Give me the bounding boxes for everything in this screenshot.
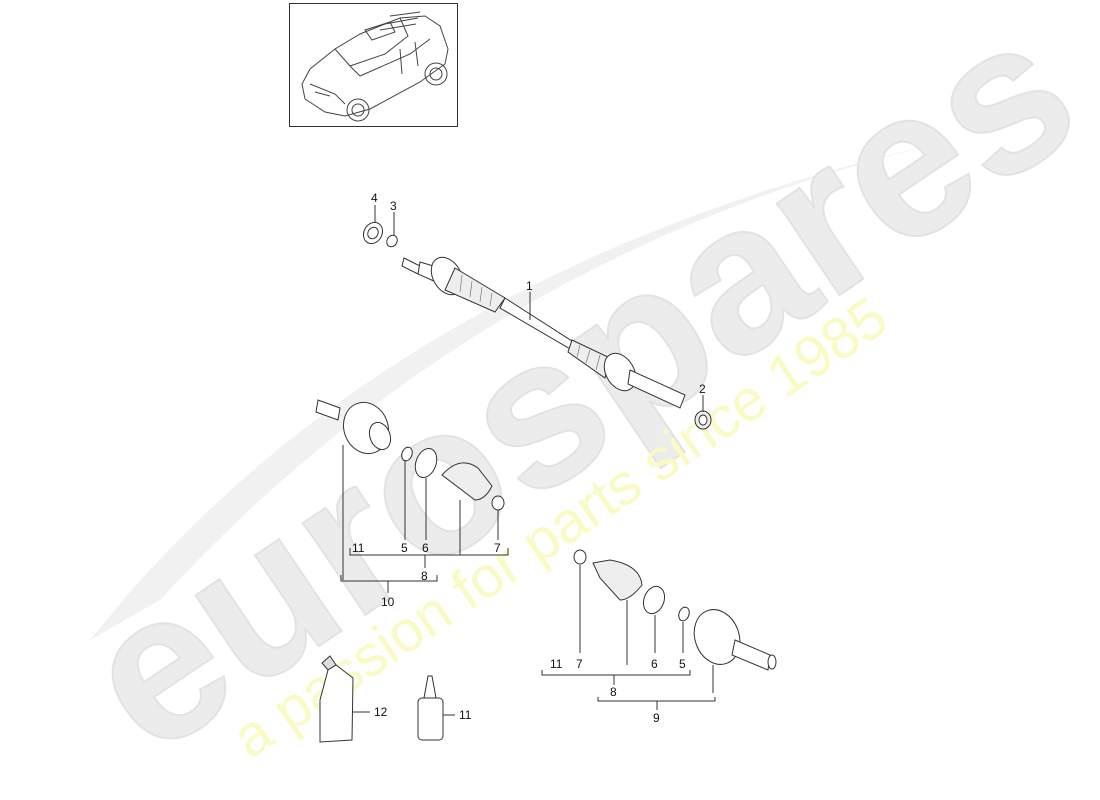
clamp-part-7-inner[interactable] <box>491 495 505 511</box>
outer-cv-joint-part-9[interactable] <box>687 603 777 671</box>
circlip-part-5-inner[interactable] <box>400 446 414 463</box>
label-1: 1 <box>526 279 533 293</box>
drive-shaft-part-1[interactable] <box>401 252 686 409</box>
label-8-outer: 8 <box>610 685 617 699</box>
leader-lines <box>340 205 716 716</box>
collar-nut-part-2[interactable] <box>694 410 712 430</box>
clamp-part-6-outer[interactable] <box>640 583 668 616</box>
clamp-part-7-outer[interactable] <box>573 549 587 565</box>
label-3: 3 <box>390 199 397 213</box>
label-4: 4 <box>371 191 378 205</box>
label-7-outer: 7 <box>576 657 583 671</box>
label-9: 9 <box>653 711 660 725</box>
label-5-outer: 5 <box>679 657 686 671</box>
label-11-bottle: 11 <box>459 708 472 722</box>
label-8-inner: 8 <box>421 569 428 583</box>
callout-labels: 4 3 1 2 11 5 6 7 8 10 11 7 6 5 8 9 12 11 <box>352 191 706 725</box>
label-11-inner: 11 <box>352 541 365 555</box>
grease-tube-part-12[interactable] <box>319 655 354 743</box>
vehicle-thumbnail[interactable] <box>289 3 458 127</box>
circlip-part-5-outer[interactable] <box>677 606 691 623</box>
label-12: 12 <box>374 705 388 719</box>
circlip-part-3[interactable] <box>385 233 400 248</box>
boot-part-8-inner[interactable] <box>441 462 493 501</box>
inner-cv-joint-part-10[interactable] <box>315 396 396 460</box>
label-7-inner: 7 <box>494 541 501 555</box>
label-6-inner: 6 <box>422 541 429 555</box>
label-5-inner: 5 <box>401 541 408 555</box>
car-icon <box>301 11 449 122</box>
boot-part-8-outer[interactable] <box>592 559 643 601</box>
label-2: 2 <box>699 382 706 396</box>
grease-bottle-part-11[interactable] <box>417 675 444 741</box>
seal-ring-part-4[interactable] <box>360 219 387 247</box>
clamp-part-6-inner[interactable] <box>411 445 440 480</box>
label-6-outer: 6 <box>651 657 658 671</box>
label-11-outer: 11 <box>550 657 563 671</box>
label-10: 10 <box>381 595 395 609</box>
